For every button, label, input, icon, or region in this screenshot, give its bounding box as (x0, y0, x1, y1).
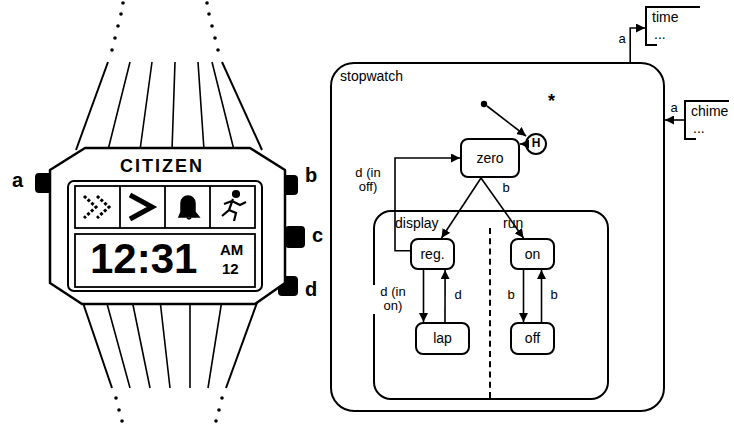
button-label: b (305, 165, 317, 185)
time-digits: 12:31 (90, 238, 197, 280)
button-label: d (305, 279, 317, 299)
transition-arrow (541, 270, 543, 322)
state-name: lap (433, 330, 452, 346)
history-circle: H (525, 133, 547, 155)
superstate-box: stopwatch zero Hdisplay run reg. lap on off (330, 62, 665, 412)
icon-row (75, 186, 255, 228)
transition-label: d (in on) (371, 285, 415, 314)
region-name: display (395, 215, 439, 231)
region-name: run (503, 215, 523, 231)
transition-arrow (481, 178, 524, 238)
state-box: off (510, 322, 555, 355)
chevron-icon (130, 195, 152, 219)
transition-arrow (395, 158, 460, 251)
dual-time-icon (84, 196, 109, 218)
transition-label: b (548, 288, 560, 302)
am-indicator: AM (220, 242, 243, 257)
state-name: ... (693, 120, 705, 136)
seconds-digits: 12 (222, 261, 239, 276)
watch-screen (68, 181, 262, 291)
transition-label: d (in off) (346, 166, 390, 195)
state-name: time (652, 9, 678, 25)
state-box: lap (415, 322, 470, 355)
watch-body (50, 148, 285, 304)
bell-icon (179, 196, 199, 219)
region-divider (489, 228, 491, 398)
transition-arrow (444, 270, 446, 322)
transition-arrow (442, 178, 482, 238)
state-name: on (525, 246, 541, 262)
digit-panel (75, 234, 255, 287)
superstate-name: stopwatch (340, 68, 403, 84)
transition-arrow (665, 119, 684, 121)
state-box: on (510, 238, 555, 270)
state-name: chime (691, 103, 728, 119)
transition-arrow (423, 270, 425, 322)
brand-name: CITIZEN (120, 157, 204, 175)
state-name: zero (476, 150, 503, 166)
transition-label: a (616, 32, 628, 46)
state-name: ... (654, 26, 666, 42)
history-star: * (548, 92, 555, 110)
icon-dividers (120, 186, 210, 228)
state-box: zero (460, 138, 520, 178)
transition-arrow (523, 270, 525, 322)
button-label: a (12, 170, 23, 190)
state-name: reg. (420, 246, 444, 262)
button-label: c (312, 225, 323, 245)
state-name: off (525, 330, 540, 346)
state-name: H (532, 137, 541, 151)
transition-arrow (630, 28, 645, 62)
transition-label: b (505, 288, 517, 302)
transition-label: a (668, 101, 680, 115)
default-entry (481, 101, 526, 136)
runner-icon (222, 191, 246, 221)
transition-label: d (452, 288, 464, 302)
external-state-bracket: chime... (684, 100, 730, 140)
state-box: reg. (410, 238, 455, 270)
transition-label: b (500, 181, 512, 195)
external-state-bracket: time... (645, 6, 701, 46)
